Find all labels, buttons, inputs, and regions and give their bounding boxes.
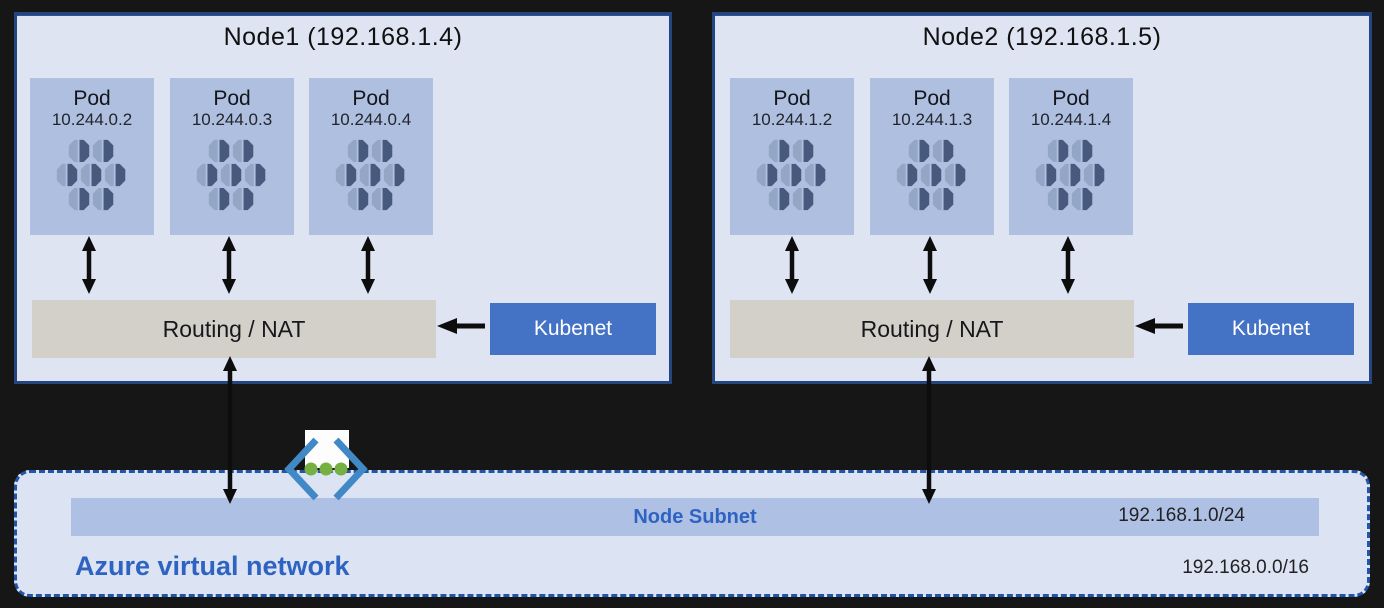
kubernetes-pod-icon: [895, 137, 969, 213]
kubernetes-pod-icon: [1034, 137, 1108, 213]
azure-vnet-box: Node Subnet 192.168.1.0/24 Azure virtual…: [14, 470, 1370, 597]
pod-ip: 10.244.0.3: [191, 110, 273, 130]
node1-pods-row: Pod 10.244.0.2 Pod 10.244.0.3 Pod 10.244…: [17, 78, 669, 235]
routing-nat-label: Routing / NAT: [162, 315, 306, 342]
node1-title: Node1 (192.168.1.4): [223, 23, 463, 51]
pod-box: Pod 10.244.0.2: [30, 78, 154, 235]
kubernetes-pod-icon: [755, 137, 829, 213]
pod-box: Pod 10.244.0.4: [309, 78, 433, 235]
pod-ip: 10.244.1.2: [751, 110, 833, 130]
kubernetes-pod-icon: [55, 137, 129, 213]
kubenet-label: Kubenet: [533, 317, 613, 340]
pod-ip: 10.244.0.2: [51, 110, 133, 130]
node1-box: Node1 (192.168.1.4) Pod 10.244.0.2 Pod 1…: [14, 12, 672, 384]
pod-label: Pod: [1052, 87, 1090, 110]
pod-box: Pod 10.244.1.3: [870, 78, 994, 235]
pod-label: Pod: [913, 87, 951, 110]
kubenet-box: Kubenet: [1188, 303, 1354, 355]
pod-box: Pod 10.244.1.2: [730, 78, 854, 235]
pod-label: Pod: [213, 87, 251, 110]
node-subnet-cidr: 192.168.1.0/24: [1118, 505, 1245, 526]
pod-ip: 10.244.0.4: [330, 110, 412, 130]
routing-nat-box: Routing / NAT: [32, 300, 436, 358]
virtual-network-icon: [280, 428, 372, 504]
kubenet-box: Kubenet: [490, 303, 656, 355]
routing-nat-box: Routing / NAT: [730, 300, 1134, 358]
pod-label: Pod: [352, 87, 390, 110]
virtual-network-chevrons-icon: [284, 437, 368, 501]
pod-label: Pod: [773, 87, 811, 110]
node2-box: Node2 (192.168.1.5) Pod 10.244.1.2 Pod 1…: [712, 12, 1372, 384]
node2-title: Node2 (192.168.1.5): [922, 23, 1162, 51]
kubernetes-pod-icon: [334, 137, 408, 213]
azure-vnet-cidr: 192.168.0.0/16: [1182, 557, 1309, 578]
pod-label: Pod: [73, 87, 111, 110]
node-subnet-label: Node Subnet: [633, 505, 757, 528]
pod-box: Pod 10.244.1.4: [1009, 78, 1133, 235]
node2-pods-row: Pod 10.244.1.2 Pod 10.244.1.3 Pod 10.244…: [715, 78, 1369, 235]
kubernetes-pod-icon: [195, 137, 269, 213]
azure-vnet-label: Azure virtual network: [75, 551, 350, 581]
node-subnet-bar: Node Subnet 192.168.1.0/24: [71, 498, 1319, 536]
pod-ip: 10.244.1.4: [1030, 110, 1112, 130]
pod-ip: 10.244.1.3: [891, 110, 973, 130]
pod-box: Pod 10.244.0.3: [170, 78, 294, 235]
routing-nat-label: Routing / NAT: [860, 315, 1004, 342]
kubenet-label: Kubenet: [1231, 317, 1311, 340]
